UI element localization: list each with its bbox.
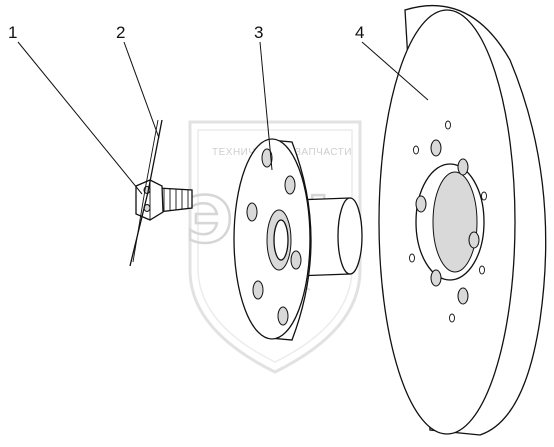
- disc-small-hole: [481, 191, 487, 201]
- watermark-shield-outline: [188, 120, 362, 374]
- disc-small-hole: [409, 253, 415, 263]
- leader-line-1: [17, 41, 143, 195]
- flange-hole: [290, 250, 302, 270]
- disc-small-hole: [413, 145, 419, 155]
- lock-wire-second: [132, 119, 159, 263]
- disc-hole: [468, 231, 480, 249]
- disc-hub-bore: [432, 171, 478, 273]
- flange-shaft-end: [337, 197, 363, 275]
- disc-bolt-holes: [409, 120, 487, 323]
- flange-hole: [277, 306, 289, 326]
- callout-label-2: 2: [116, 23, 125, 42]
- flange-hole: [246, 202, 258, 222]
- flange-hole: [261, 148, 273, 168]
- flange-bolt-holes: [246, 148, 302, 326]
- disc-small-hole: [445, 120, 451, 130]
- disc-hole: [430, 139, 442, 157]
- disc-small-hole: [479, 265, 485, 275]
- leader-lines: [17, 41, 429, 195]
- flange-bore-inner: [273, 219, 289, 261]
- bolt-thread-lines: [163, 188, 189, 211]
- disc-part-4: [378, 4, 547, 436]
- disc-hole: [457, 287, 469, 305]
- watermark-shield-inner: [197, 129, 353, 363]
- callout-label-4: 4: [355, 23, 364, 42]
- bolt-part-1: [135, 179, 193, 221]
- leader-line-3: [259, 41, 273, 171]
- disc-hole: [457, 158, 469, 176]
- leader-line-2: [123, 41, 160, 139]
- flange-hole: [252, 280, 264, 300]
- disc-hole: [430, 269, 442, 287]
- leader-line-4: [361, 41, 429, 101]
- disc-small-hole: [449, 313, 455, 323]
- wire-part-2: [129, 119, 163, 267]
- flange-part-3: [233, 138, 363, 341]
- callout-label-1: 1: [8, 23, 17, 42]
- callout-labels: 1 2 3 4: [8, 23, 364, 42]
- flange-hole: [284, 175, 296, 195]
- callout-label-3: 3: [254, 23, 263, 42]
- disc-hole: [415, 195, 427, 213]
